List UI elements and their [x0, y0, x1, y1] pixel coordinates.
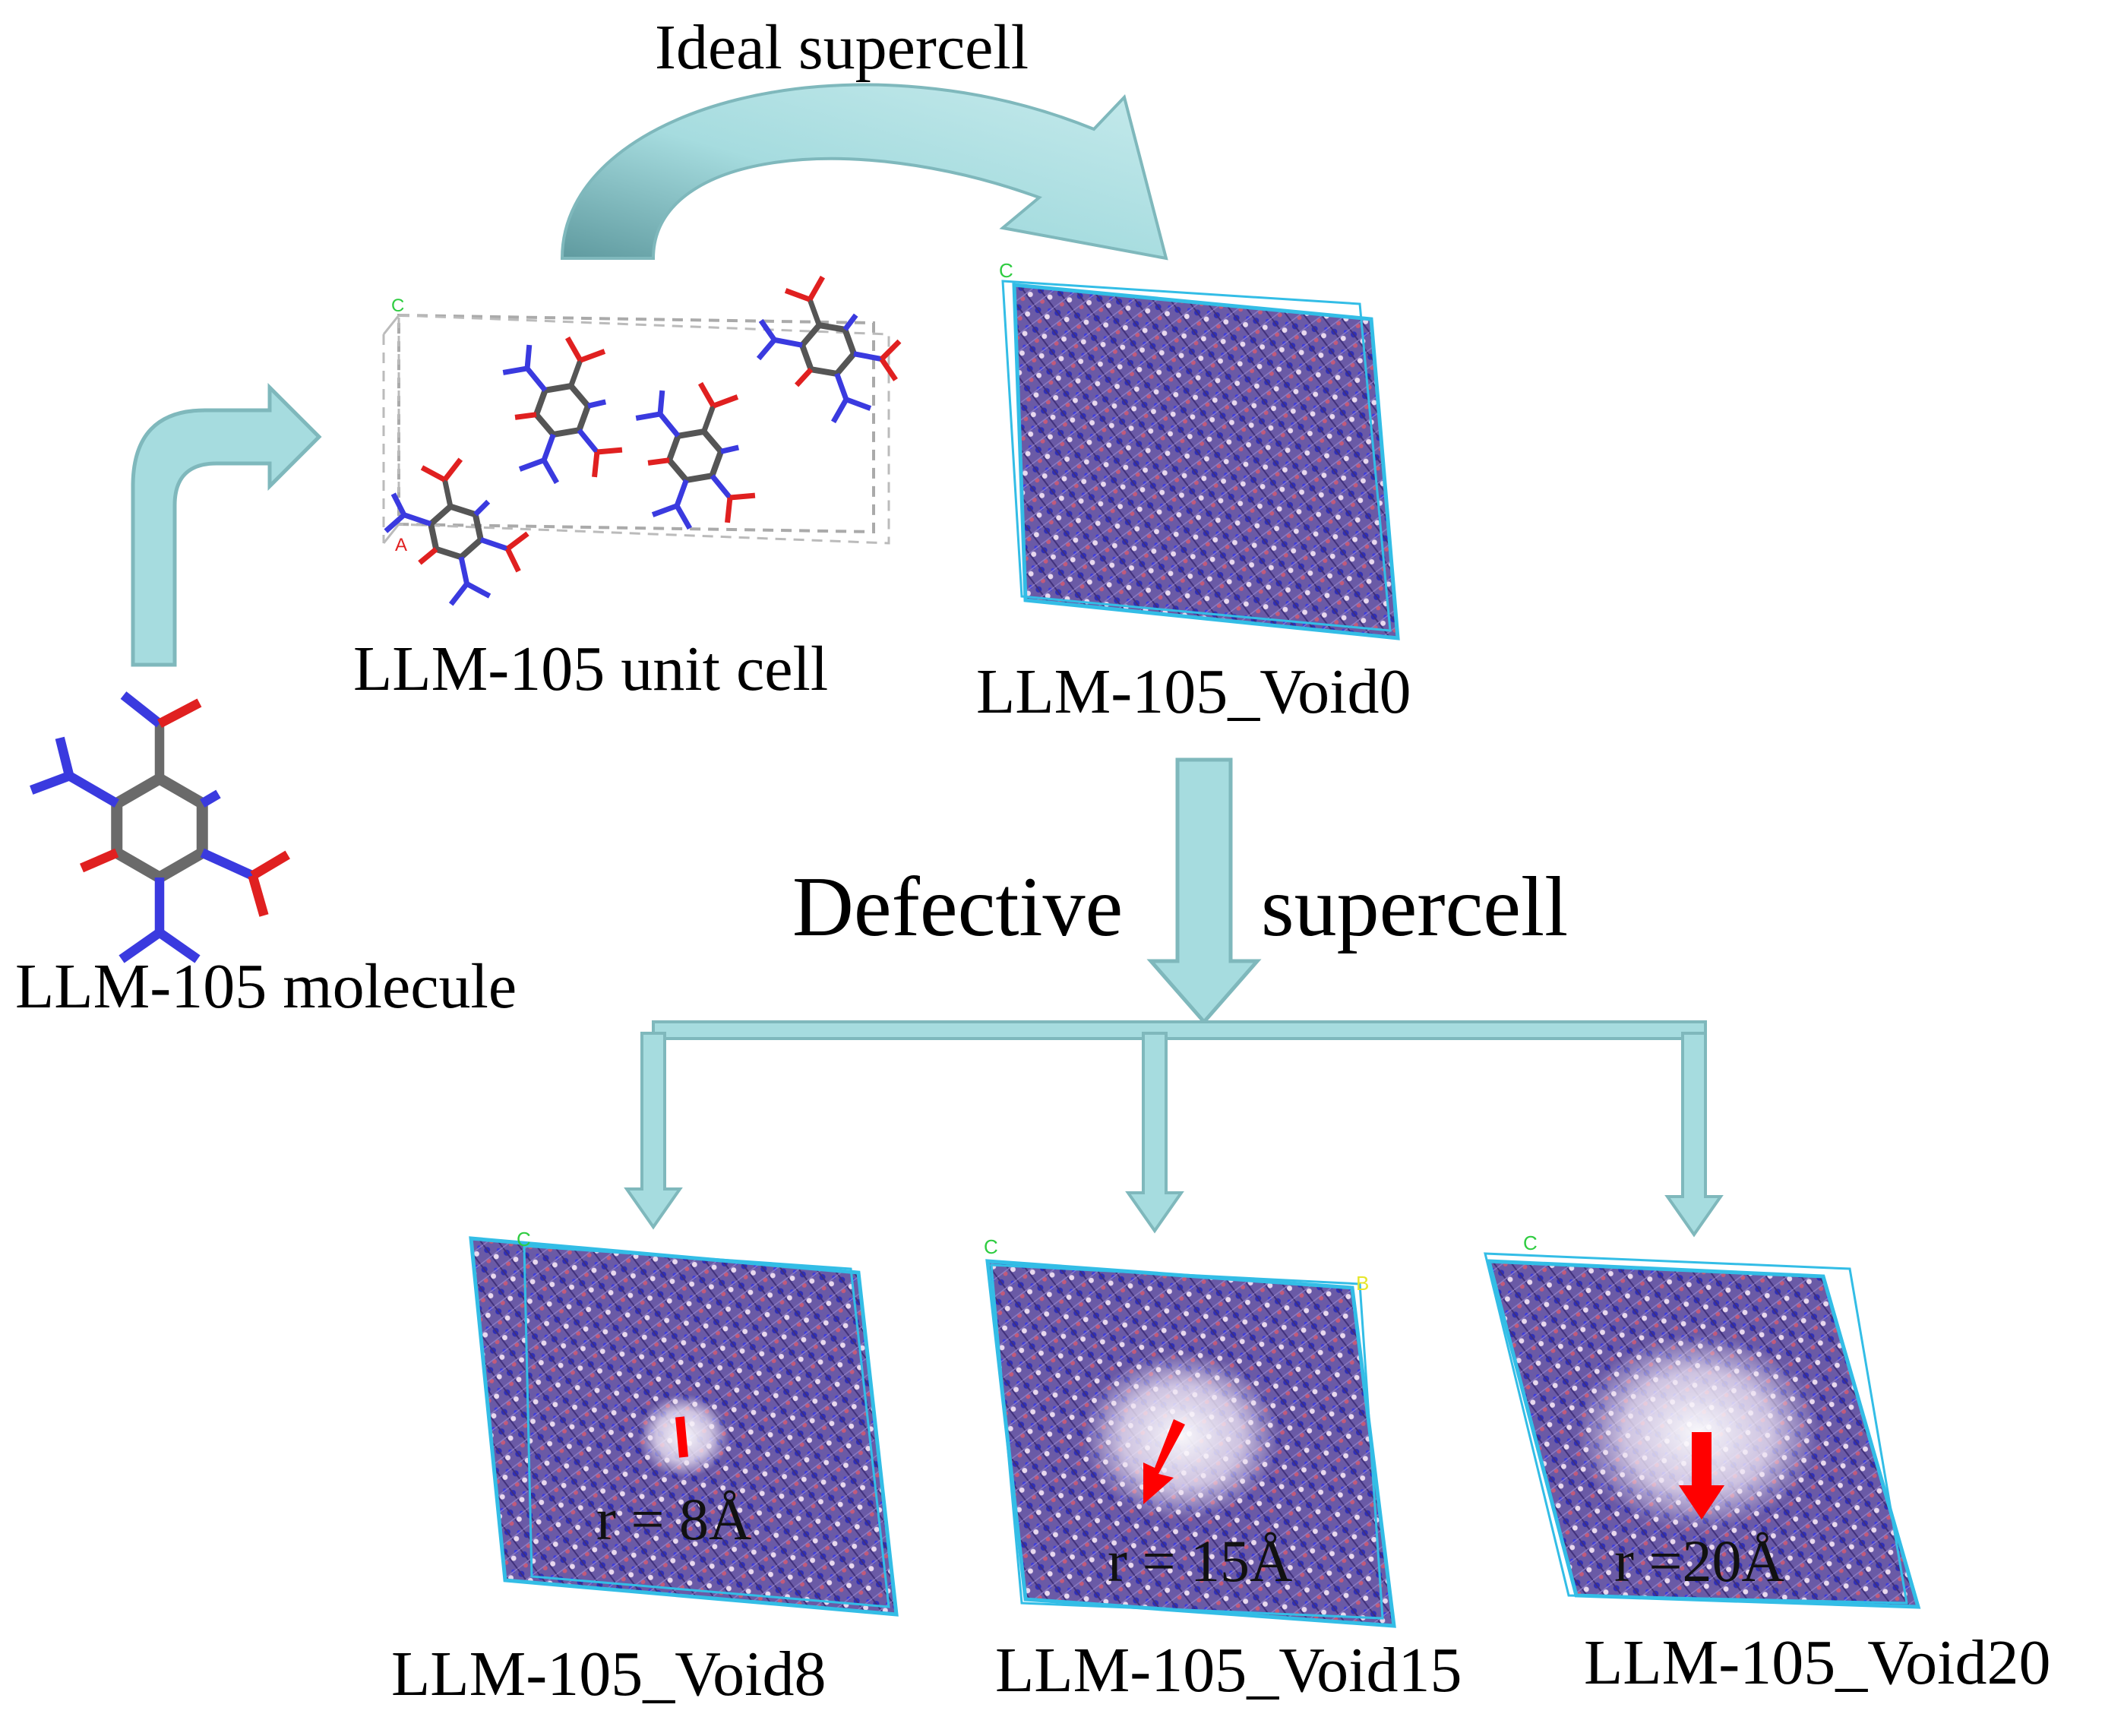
unit-cell-axis-a: A	[395, 535, 407, 555]
void8-label: LLM-105_Void8	[391, 1639, 827, 1709]
void20-red-arrow	[1679, 1432, 1724, 1519]
unit-cell-label: LLM-105 unit cell	[353, 634, 829, 704]
void8-radius: r = 8Å	[596, 1486, 752, 1552]
molecule-label: LLM-105 molecule	[15, 951, 517, 1022]
void20-axis-c: C	[1523, 1232, 1538, 1254]
llm105-void15-supercell: C B	[984, 1235, 1396, 1628]
unit-cell-axis-c: C	[391, 296, 404, 316]
void20-label: LLM-105_Void20	[1584, 1627, 2051, 1698]
supercell-label: supercell	[1261, 860, 1569, 954]
void15-axis-b: B	[1356, 1272, 1369, 1295]
llm105-void0-supercell: C	[999, 259, 1400, 640]
void0-axis-c: C	[999, 259, 1013, 282]
curved-arrow-ideal	[560, 83, 1168, 261]
void15-axis-c: C	[984, 1235, 998, 1258]
void8-red-arrow	[675, 1416, 688, 1458]
void8-axis-c: C	[517, 1228, 531, 1251]
llm105-molecule	[30, 691, 290, 963]
llm105-void8-supercell: C	[469, 1228, 899, 1617]
void15-radius: r = 15Å	[1108, 1528, 1293, 1594]
down-arrow-defective	[1146, 757, 1262, 1025]
void15-label: LLM-105_Void15	[995, 1635, 1462, 1706]
void0-label: LLM-105_Void0	[976, 656, 1411, 727]
void20-radius: r =20Å	[1614, 1528, 1784, 1594]
void15-red-arrow	[1143, 1419, 1185, 1504]
defective-label: Defective	[792, 860, 1124, 954]
llm105-void20-supercell: C	[1484, 1232, 1921, 1609]
llm105-unit-cell: C A	[375, 260, 918, 615]
ideal-supercell-label: Ideal supercell	[655, 12, 1029, 83]
bent-arrow-molecule	[131, 382, 322, 667]
branch-arrows	[624, 1020, 1724, 1238]
